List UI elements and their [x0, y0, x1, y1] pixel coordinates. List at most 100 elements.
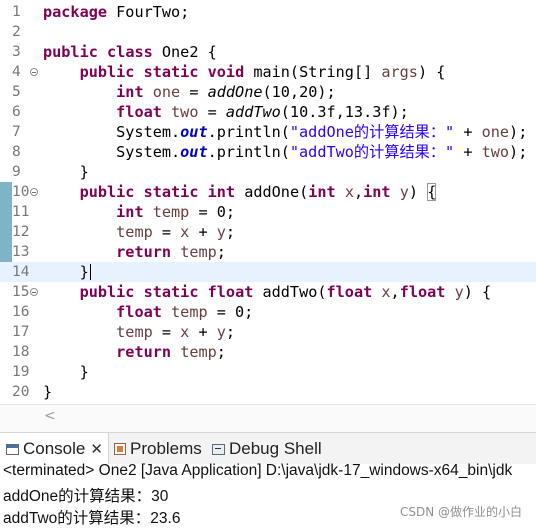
code-text: int temp = 0;	[43, 202, 235, 222]
code-text: }	[43, 262, 91, 282]
code-line[interactable]: 6 float two = addTwo(10.3f,13.3f);	[0, 102, 536, 122]
tab-debug-shell[interactable]: Debug Shell	[206, 433, 322, 464]
variable-token: two	[481, 143, 510, 161]
code-token	[134, 63, 143, 81]
line-number: 20	[12, 384, 30, 400]
variable-token: temp	[116, 323, 153, 341]
code-line[interactable]: 13 return temp;	[0, 242, 536, 262]
code-line[interactable]: 7 System.out.println("addOne的计算结果：" + on…	[0, 122, 536, 142]
tab-console[interactable]: Console✕	[0, 433, 109, 464]
code-token: addTwo	[225, 103, 281, 121]
keyword-token: int	[308, 183, 336, 201]
code-token: =	[180, 83, 208, 101]
horizontal-scrollbar[interactable]: <	[0, 404, 536, 432]
keyword-token: float	[326, 283, 373, 301]
code-token: System.	[43, 143, 181, 161]
line-number: 12	[12, 224, 30, 240]
line-number: 11	[12, 204, 30, 220]
code-text: temp = x + y;	[43, 322, 235, 342]
fold-collapse-icon[interactable]	[30, 68, 38, 76]
code-token: ;	[225, 323, 236, 341]
code-token	[43, 223, 116, 241]
variable-token: temp	[152, 203, 190, 221]
keyword-token: int	[116, 203, 144, 221]
code-line[interactable]: 11 int temp = 0;	[0, 202, 536, 222]
watermark: CSDN @做作业的小白	[399, 505, 522, 519]
fold-collapse-icon[interactable]	[30, 188, 38, 196]
keyword-token: class	[107, 43, 153, 61]
code-token: )	[408, 183, 428, 201]
code-token: ;	[216, 243, 226, 261]
code-token: One2 {	[152, 43, 217, 61]
code-token: +	[189, 223, 217, 241]
code-text: System.out.println("addOne的计算结果：" + one)…	[43, 122, 527, 142]
code-token: (10,20);	[262, 83, 336, 101]
code-token	[134, 283, 143, 301]
console-output[interactable]: <terminated> One2 [Java Application] D:\…	[0, 462, 536, 530]
code-line[interactable]: 8 System.out.println("addTwo的计算结果：" + tw…	[0, 142, 536, 162]
chevron-left-icon[interactable]: <	[44, 408, 56, 424]
console-status: <terminated> One2 [Java Application] D:\…	[3, 462, 513, 479]
code-line[interactable]: 5 int one = addOne(10,20);	[0, 82, 536, 102]
keyword-token: void	[207, 63, 245, 81]
problems-icon	[114, 443, 126, 455]
quick-diff-marker	[0, 182, 12, 202]
code-line[interactable]: 12 temp = x + y;	[0, 222, 536, 242]
code-line[interactable]: 16 float temp = 0;	[0, 302, 536, 322]
matching-brace: {	[427, 183, 437, 201]
code-token: +	[454, 143, 482, 161]
line-number: 2	[12, 24, 21, 40]
code-token	[198, 63, 207, 81]
code-token: out	[180, 123, 208, 141]
line-number: 19	[12, 364, 30, 380]
console-output-line: addOne的计算结果：30	[3, 488, 169, 505]
tab-problems[interactable]: Problems	[108, 433, 202, 464]
code-line[interactable]: 19 }	[0, 362, 536, 382]
variable-token: x	[180, 323, 190, 341]
quick-diff-marker	[0, 242, 12, 262]
code-text: }	[43, 162, 89, 182]
code-text: return temp;	[43, 342, 226, 362]
tab-debug-shell-label: Debug Shell	[229, 439, 322, 458]
keyword-token: int	[207, 183, 236, 201]
variable-token: y	[216, 323, 226, 341]
variable-token: y	[216, 223, 226, 241]
code-token	[198, 183, 207, 201]
string-token: "addTwo的计算结果："	[289, 143, 455, 161]
variable-token: one	[481, 123, 510, 141]
line-number: 6	[12, 104, 21, 120]
code-text: return temp;	[43, 242, 226, 262]
code-line[interactable]: 2	[0, 22, 536, 42]
keyword-token: static	[143, 63, 199, 81]
line-number: 16	[12, 304, 30, 320]
code-token	[134, 183, 143, 201]
fold-collapse-icon[interactable]	[30, 288, 38, 296]
quick-diff-marker	[0, 202, 12, 222]
code-token	[336, 183, 345, 201]
keyword-token: float	[116, 103, 162, 121]
code-token	[171, 343, 180, 361]
close-icon[interactable]: ✕	[90, 441, 103, 458]
code-token: addTwo(	[253, 283, 327, 301]
variable-token: temp	[171, 303, 208, 321]
code-line[interactable]: 17 temp = x + y;	[0, 322, 536, 342]
code-line[interactable]: 14 }	[0, 262, 536, 282]
line-number: 18	[12, 344, 30, 360]
code-line[interactable]: 20}	[0, 382, 536, 402]
code-token: =	[198, 103, 226, 121]
code-line[interactable]: 9 }	[0, 162, 536, 182]
code-token: out	[180, 143, 208, 161]
code-line[interactable]: 15 public static float addTwo(float x,fl…	[0, 282, 536, 302]
line-number: 9	[12, 164, 21, 180]
code-line[interactable]: 18 return temp;	[0, 342, 536, 362]
code-token: +	[454, 123, 482, 141]
line-number: 7	[12, 124, 21, 140]
code-line[interactable]: 10 public static int addOne(int x,int y)…	[0, 182, 536, 202]
keyword-token: return	[116, 343, 172, 361]
code-line[interactable]: 4 public static void main(String[] args)…	[0, 62, 536, 82]
keyword-token: int	[116, 83, 144, 101]
code-text: public static float addTwo(float x,float…	[43, 282, 492, 302]
